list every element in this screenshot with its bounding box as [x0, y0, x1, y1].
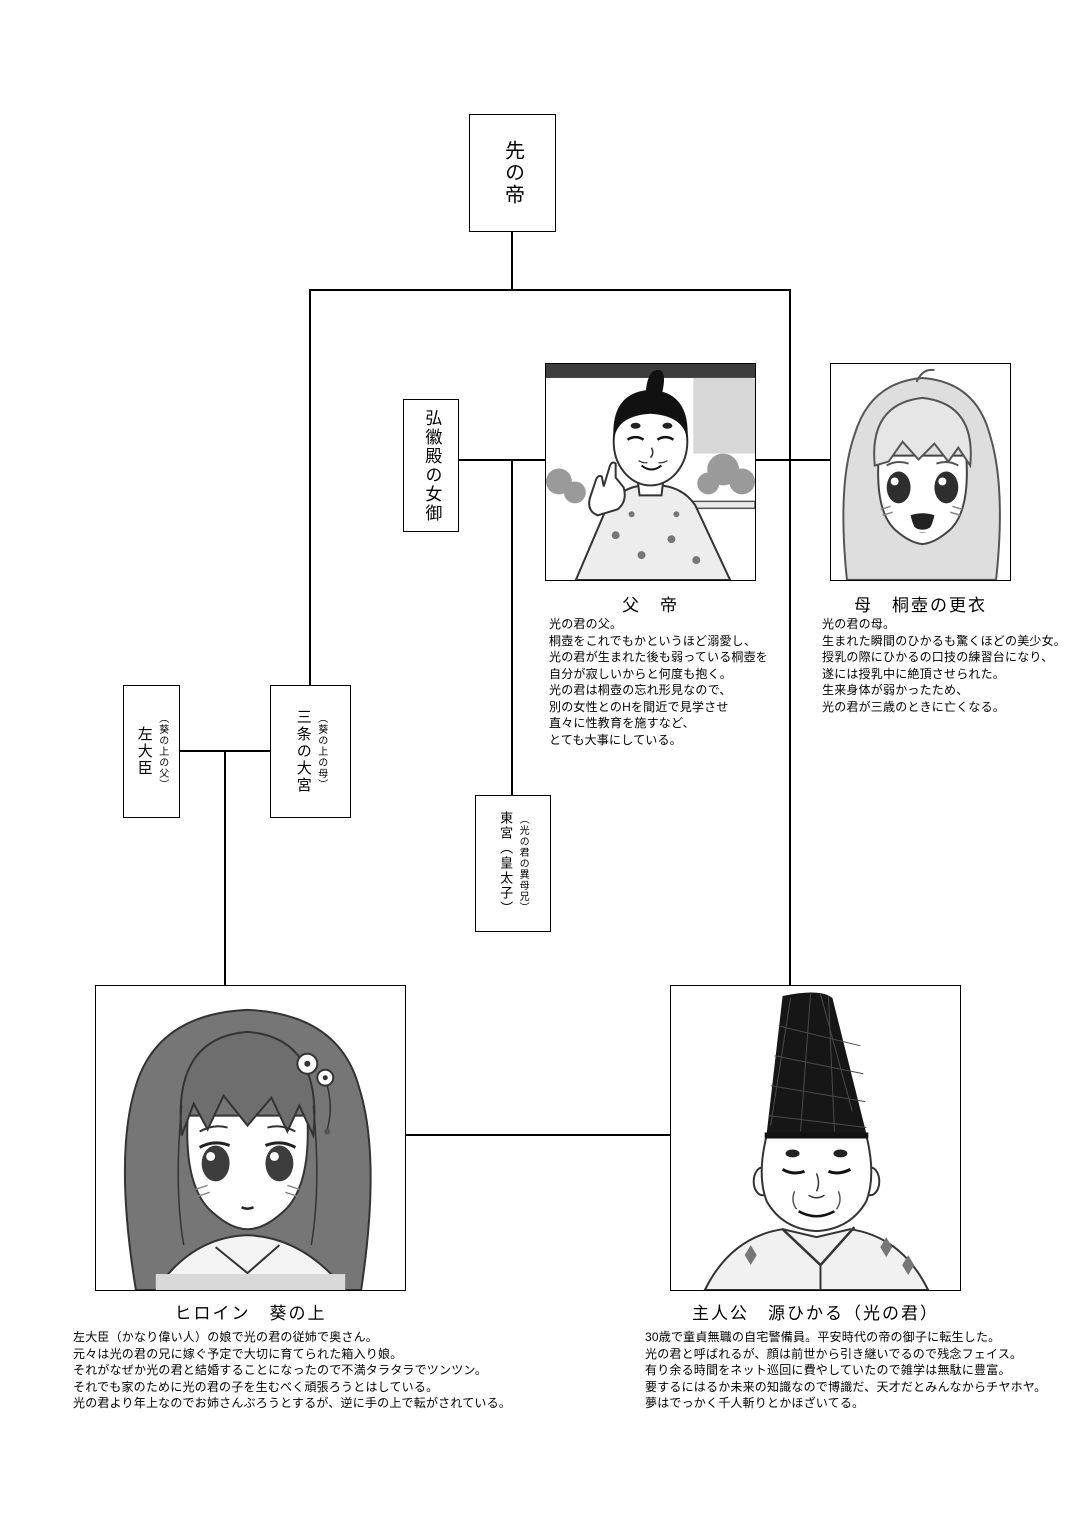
node-kokiden: 弘徽殿の女御 — [403, 399, 459, 532]
node-previous-emperor: 先の帝 — [469, 114, 556, 232]
description-protagonist-hikaru: 30歳で童貞無職の自宅警備員。平安時代の帝の御子に転生した。 光の君と呼ばれるが… — [645, 1330, 1047, 1411]
caption-heroine-aoi: ヒロイン 葵の上 — [174, 1304, 327, 1323]
protagonist-hikaru-illustration — [703, 992, 930, 1290]
edge-kokiden-father — [458, 459, 545, 461]
portrait-heroine-aoi — [95, 985, 406, 1291]
description-father-emperor: 光の君の父。 桐壺をこれでもかというほど溺愛し、 光の君が生まれた後も弱っている… — [549, 617, 769, 747]
node-sadaijin: 左大臣 （葵の上の父） — [123, 685, 180, 818]
edge-to-aoi — [224, 751, 226, 985]
togu-label: 東宮（皇太子） — [498, 811, 514, 916]
edge-father-mother — [755, 459, 830, 461]
sanjo-label: 三条の大宮 — [294, 709, 312, 794]
edge-aoi-hikaru-marriage — [405, 1134, 670, 1136]
caption-mother-kiritsubo: 母 桐壺の更衣 — [854, 596, 987, 615]
kokiden-label: 弘徽殿の女御 — [422, 408, 442, 523]
previous-emperor-label: 先の帝 — [501, 140, 524, 206]
father-emperor-illustration — [546, 364, 755, 580]
edge-to-hikaru — [789, 289, 791, 985]
togu-note: （光の君の異母兄） — [517, 814, 529, 913]
caption-father-emperor: 父 帝 — [622, 596, 679, 615]
edge-emperor-stem — [511, 232, 513, 290]
hair-ornament — [296, 1052, 335, 1135]
edge-sibling-bar — [309, 289, 791, 291]
edge-to-sanjo — [309, 289, 311, 685]
portrait-father-emperor — [545, 363, 756, 581]
description-mother-kiritsubo: 光の君の母。 生まれた瞬間のひかるも驚くほどの美少女。 授乳の際にひかるの口技の… — [822, 617, 1067, 714]
node-togu: 東宮（皇太子） （光の君の異母兄） — [475, 795, 551, 932]
sanjo-note: （葵の上の母） — [315, 713, 327, 790]
portrait-protagonist-hikaru — [670, 985, 961, 1291]
caption-protagonist-hikaru: 主人公 源ひかる（光の君） — [692, 1304, 939, 1323]
description-heroine-aoi: 左大臣（かなり偉い人）の娘で光の君の従姉で奥さん。 元々は光の君の兄に嫁ぐ予定で… — [73, 1330, 512, 1411]
heroine-aoi-illustration — [123, 1008, 372, 1290]
portrait-mother-kiritsubo — [830, 363, 1011, 581]
sadaijin-label: 左大臣 — [135, 726, 153, 777]
node-sanjo-no-omiya: 三条の大宮 （葵の上の母） — [270, 685, 351, 818]
mother-kiritsubo-illustration — [842, 368, 1001, 580]
sadaijin-note: （葵の上の父） — [156, 713, 168, 790]
edge-to-togu — [511, 460, 513, 795]
